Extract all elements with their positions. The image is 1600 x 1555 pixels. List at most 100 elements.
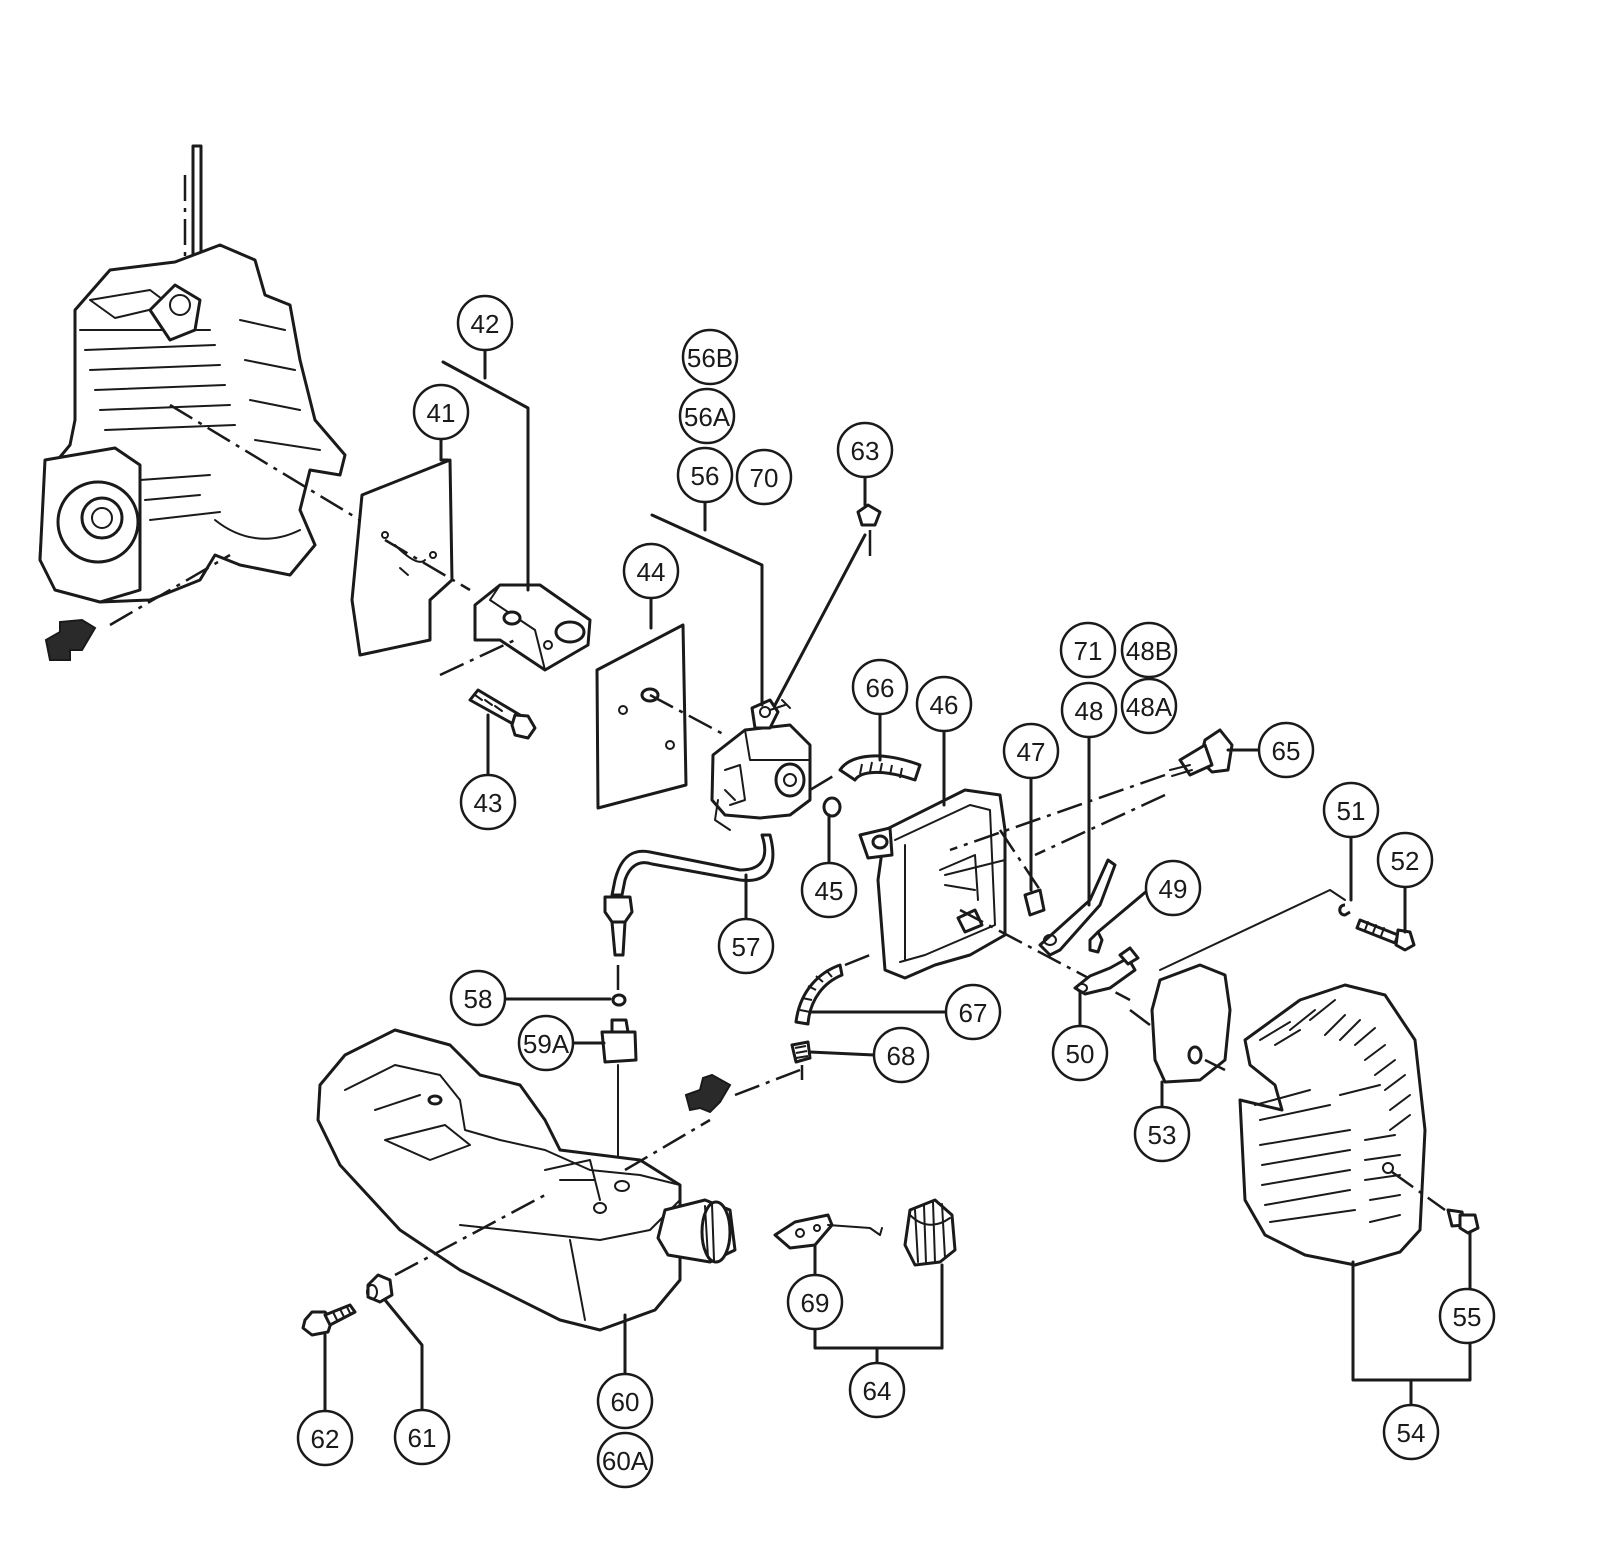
svg-text:65: 65 [1272,736,1301,766]
spacer-47 [1023,888,1046,917]
spark-plug-cap-65 [1169,728,1234,777]
clip-63 [856,503,882,527]
svg-text:69: 69 [801,1288,830,1318]
primer-bulb-69 [773,1213,883,1250]
callout-52: 52 [1376,831,1434,889]
svg-text:71: 71 [1074,636,1103,666]
callout-56B: 56B [681,328,739,386]
air-cleaner-case-46 [858,788,1007,980]
callout-44: 44 [622,542,680,600]
callout-43: 43 [459,773,517,831]
callout-48: 48 [1060,681,1118,739]
link-50 [1073,946,1140,996]
callout-71: 71 [1059,621,1117,679]
svg-text:45: 45 [815,876,844,906]
carburetor [710,698,812,831]
svg-text:41: 41 [427,398,456,428]
gasket-41 [350,458,454,657]
callout-48A: 48A [1120,677,1178,735]
callout-63: 63 [836,421,894,479]
insulator-42 [473,583,592,672]
svg-text:48: 48 [1075,696,1104,726]
svg-text:57: 57 [732,932,761,962]
svg-text:49: 49 [1159,874,1188,904]
callout-53: 53 [1133,1105,1191,1163]
callout-69: 69 [786,1273,844,1331]
bushing-61 [366,1273,394,1304]
svg-text:59A: 59A [523,1029,570,1059]
callout-49: 49 [1144,859,1202,917]
callout-57: 57 [717,917,775,975]
engine-block [38,144,347,604]
svg-text:48A: 48A [1126,692,1173,722]
callout-65: 65 [1257,721,1315,779]
callout-41: 41 [412,383,470,441]
svg-text:48B: 48B [1126,636,1172,666]
svg-text:63: 63 [851,436,880,466]
callout-60: 60 [596,1372,654,1430]
pin-49 [1088,930,1104,954]
hose-66 [838,754,922,782]
callout-68: 68 [872,1026,930,1084]
bolt-43 [439,638,537,740]
callout-42: 42 [456,294,514,352]
svg-text:44: 44 [637,557,666,587]
air-filter-element-53 [1150,963,1232,1084]
callout-51: 51 [1322,781,1380,839]
filter-59A [600,1018,638,1064]
svg-text:60A: 60A [602,1446,649,1476]
svg-text:66: 66 [866,673,895,703]
callout-61: 61 [393,1408,451,1466]
bolt-62 [301,1303,357,1337]
callout-45: 45 [800,861,858,919]
hose-67 [794,963,844,1026]
svg-text:68: 68 [887,1041,916,1071]
svg-text:51: 51 [1337,796,1366,826]
fuel-line-57 [603,833,775,957]
direction-arrow-icon [44,618,97,661]
svg-text:54: 54 [1397,1418,1426,1448]
callout-62: 62 [296,1409,354,1467]
svg-text:42: 42 [471,309,500,339]
svg-text:55: 55 [1453,1302,1482,1332]
fuel-tank-60 [316,1028,737,1332]
choke-lever-48 [1038,858,1117,957]
svg-text:62: 62 [311,1424,340,1454]
callout-66: 66 [851,658,909,716]
clip-51 [1338,903,1351,917]
svg-text:52: 52 [1391,846,1420,876]
callout-50: 50 [1051,1024,1109,1082]
callout-60A: 60A [596,1431,654,1489]
callout-55: 55 [1438,1287,1496,1345]
callout-56: 56 [676,446,734,504]
callout-46: 46 [915,675,973,733]
callout-56A: 56A [678,387,736,445]
callout-54: 54 [1382,1403,1440,1461]
callout-59A: 59A [517,1014,575,1072]
screw-55 [1446,1208,1480,1235]
callout-47: 47 [1002,722,1060,780]
callout-48B: 48B [1120,621,1178,679]
svg-text:70: 70 [750,463,779,493]
svg-text:56A: 56A [684,402,731,432]
callout-70: 70 [735,448,793,506]
callout-64: 64 [848,1361,906,1419]
svg-text:64: 64 [863,1376,892,1406]
svg-text:43: 43 [474,788,503,818]
air-cleaner-cover-54 [1238,983,1427,1267]
svg-text:56: 56 [691,461,720,491]
fuel-cap-64 [903,1198,957,1267]
svg-text:56B: 56B [687,343,733,373]
svg-text:50: 50 [1066,1039,1095,1069]
o-ring-45 [822,796,842,818]
svg-text:46: 46 [930,690,959,720]
leader-lines [323,348,1472,1413]
callout-67: 67 [944,983,1002,1041]
svg-text:61: 61 [408,1423,437,1453]
gasket-44 [595,623,688,810]
o-ring-58 [611,993,627,1007]
svg-text:67: 67 [959,998,988,1028]
svg-text:60: 60 [611,1387,640,1417]
svg-text:58: 58 [464,984,493,1014]
